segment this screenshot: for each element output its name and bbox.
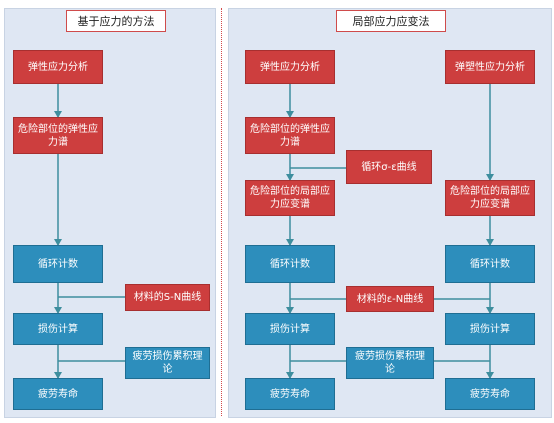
- left-method-title: 基于应力的方法: [66, 10, 166, 32]
- box-elastic-stress-analysis-left: 弹性应力分析: [13, 50, 103, 84]
- box-elastoplastic-stress-analysis: 弹塑性应力分析: [445, 50, 535, 84]
- box-cyclic-sigma-eps-curve: 循环σ-ε曲线: [346, 150, 432, 184]
- box-fatigue-life-right-a: 疲劳寿命: [245, 378, 335, 410]
- box-danger-elastic-stress-spectrum-right: 危险部位的弹性应力谱: [245, 117, 335, 154]
- box-danger-local-strain-spectrum-right: 危险部位的局部应力应变谱: [445, 180, 535, 216]
- panel-divider: [221, 8, 222, 416]
- box-material-sn-curve: 材料的S-N曲线: [125, 284, 210, 311]
- box-cycle-count-left: 循环计数: [13, 245, 103, 283]
- box-damage-calc-left: 损伤计算: [13, 313, 103, 345]
- box-fatigue-accumulation-theory-left: 疲劳损伤累积理论: [125, 347, 210, 379]
- box-damage-calc-right-b: 损伤计算: [445, 313, 535, 345]
- box-material-en-curve: 材料的ε-N曲线: [346, 286, 434, 312]
- box-elastic-stress-analysis-right: 弹性应力分析: [245, 50, 335, 84]
- right-method-title: 局部应力应变法: [336, 10, 446, 32]
- box-fatigue-accumulation-theory-right: 疲劳损伤累积理论: [346, 347, 434, 379]
- box-damage-calc-right-a: 损伤计算: [245, 313, 335, 345]
- box-cycle-count-right-b: 循环计数: [445, 245, 535, 283]
- box-fatigue-life-left: 疲劳寿命: [13, 378, 103, 410]
- box-danger-local-strain-spectrum-left: 危险部位的局部应力应变谱: [245, 180, 335, 216]
- box-danger-elastic-stress-spectrum-left: 危险部位的弹性应力谱: [13, 117, 103, 154]
- box-cycle-count-right-a: 循环计数: [245, 245, 335, 283]
- box-fatigue-life-right-b: 疲劳寿命: [445, 378, 535, 410]
